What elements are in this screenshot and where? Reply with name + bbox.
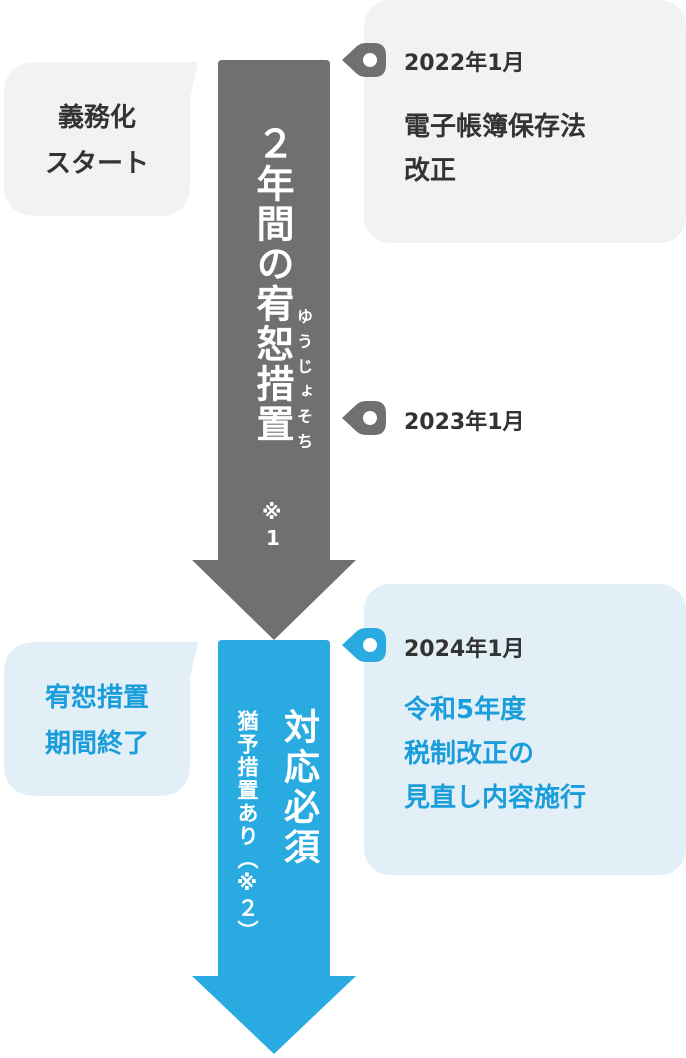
timeline-date-2022: 2022年1月	[404, 51, 525, 76]
timeline-desc-2024: 令和5年度 税制改正の 見直し内容施行	[404, 688, 586, 820]
timeline-date-2023: 2023年1月	[404, 410, 525, 435]
timeline-card-2022	[364, 0, 686, 243]
timeline-desc-2022-line1: 電子帳簿保存法	[404, 112, 587, 142]
end-bubble-line1: 宥恕措置	[44, 683, 149, 713]
end-bubble-text: 宥恕措置 期間終了	[8, 675, 186, 767]
grace-period-title: ２年間の宥恕措置	[250, 124, 294, 444]
grace-period-arrow	[192, 60, 356, 640]
start-bubble	[4, 62, 198, 216]
mandatory-subtitle: 猶予措置あり（※２）	[235, 710, 259, 943]
start-bubble-line1: 義務化	[57, 103, 136, 133]
pin-marker-icon	[342, 401, 386, 435]
timeline-date-2024: 2024年1月	[404, 637, 525, 662]
start-bubble-text: 義務化 スタート	[8, 95, 186, 187]
mandatory-title: 対応必須	[278, 708, 319, 868]
mandatory-arrow	[192, 640, 356, 1054]
grace-period-note-number: 1	[266, 526, 280, 550]
grace-period-note-mark: ※	[262, 500, 282, 524]
timeline-desc-2024-line1: 令和5年度	[404, 695, 527, 725]
timeline-desc-2022: 電子帳簿保存法 改正	[404, 105, 586, 193]
timeline-desc-2022-line2: 改正	[404, 156, 457, 186]
grace-period-ruby: ゆうじょそち	[294, 308, 313, 458]
pin-marker-icon	[342, 43, 386, 77]
timeline-desc-2024-line3: 見直し内容施行	[404, 783, 587, 813]
timeline-desc-2024-line2: 税制改正の	[404, 739, 535, 769]
end-bubble	[4, 642, 198, 796]
end-bubble-line2: 期間終了	[44, 729, 149, 759]
start-bubble-line2: スタート	[44, 149, 149, 179]
pin-marker-icon	[342, 628, 386, 662]
timeline-card-2024	[364, 584, 686, 875]
